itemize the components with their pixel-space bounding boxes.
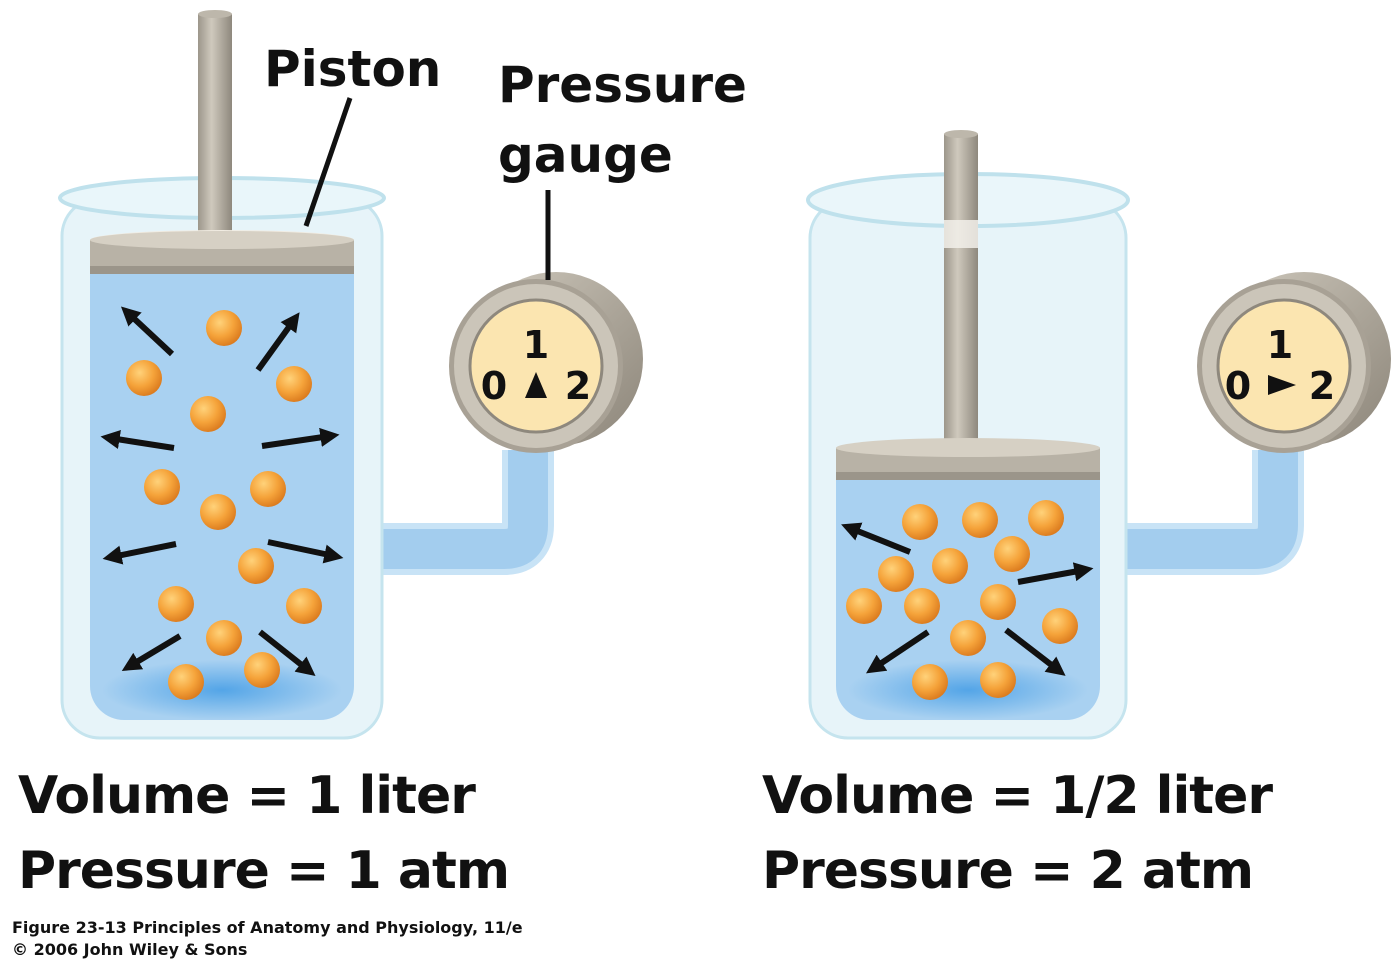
molecule [950,620,986,656]
right-volume-text: Volume = 1/2 liter [762,766,1273,826]
motion-arrow [100,429,175,451]
motion-arrow [1017,562,1094,585]
molecule [168,664,204,700]
left-motion-arrows [100,306,344,676]
molecule [206,620,242,656]
left-gauge-mark-0: 0 [481,364,507,408]
molecule [878,556,914,592]
motion-arrow [261,427,340,449]
left-apparatus: 1 0 2 Piston Pressure gauge [58,10,747,740]
molecule [1028,500,1064,536]
molecule [980,662,1016,698]
right-gauge-mark-2: 2 [1309,364,1335,408]
figure-credit-line2: © 2006 John Wiley & Sons [12,940,248,959]
molecule [962,502,998,538]
molecule [286,588,322,624]
pressure-gauge-label-line1: Pressure [498,56,747,114]
right-piston-rod [944,134,978,454]
motion-arrow [120,306,175,357]
right-motion-arrows [841,522,1094,676]
molecule [902,504,938,540]
left-volume-text: Volume = 1 liter [18,766,476,826]
molecule [980,584,1016,620]
molecule [994,536,1030,572]
left-pressure-gauge: 1 0 2 [449,272,643,453]
molecule [126,360,162,396]
molecule [144,469,180,505]
molecule [904,588,940,624]
right-molecules [846,500,1078,700]
figure-credit-line1: Figure 23-13 Principles of Anatomy and P… [12,918,523,937]
molecule [200,494,236,530]
left-gauge-mark-1: 1 [523,323,549,367]
left-piston-rod [198,14,232,250]
left-molecules [126,310,322,700]
molecule [932,548,968,584]
right-apparatus: 1 0 2 [806,130,1391,740]
motion-arrow [841,522,912,555]
molecule [206,310,242,346]
molecule [244,652,280,688]
motion-arrow [1004,627,1066,676]
motion-arrow [121,633,182,671]
molecule [238,548,274,584]
molecule [1042,608,1078,644]
molecule [190,396,226,432]
molecule [158,586,194,622]
right-gauge-face [1216,298,1352,434]
left-gauge-face [468,298,604,434]
right-pressure-gauge: 1 0 2 [1197,272,1391,453]
left-gauge-needle [525,372,547,398]
left-gauge-mark-2: 2 [565,364,591,408]
right-gauge-needle [1268,375,1296,395]
piston-label-line [303,97,353,227]
piston-label: Piston [264,40,441,98]
right-gas [836,470,1100,720]
right-pressure-text: Pressure = 2 atm [762,841,1254,901]
molecule [912,664,948,700]
right-gauge-mark-0: 0 [1225,364,1251,408]
molecule [846,588,882,624]
right-gauge-mark-1: 1 [1267,323,1293,367]
pressure-gauge-label-line2: gauge [498,126,673,184]
left-pressure-text: Pressure = 1 atm [18,841,510,901]
motion-arrow [102,541,177,565]
motion-arrow [255,312,300,372]
motion-arrow [258,629,316,676]
molecule [276,366,312,402]
motion-arrow [267,539,344,564]
motion-arrow [866,629,930,674]
molecule [250,471,286,507]
